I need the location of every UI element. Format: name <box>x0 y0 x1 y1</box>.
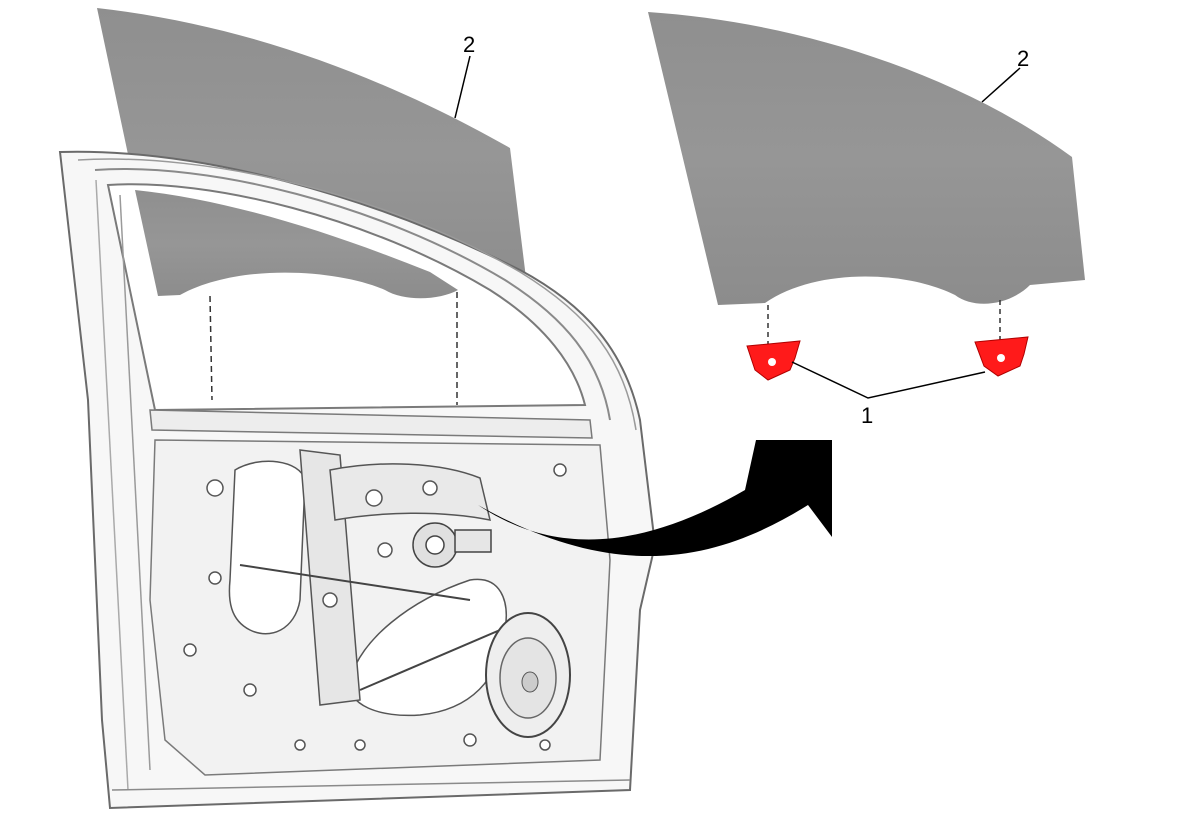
window-clip-icon <box>974 336 1029 377</box>
clips-callout: 1 <box>861 403 873 428</box>
curved-arrow-icon <box>478 440 832 557</box>
regulator-motor <box>412 522 492 568</box>
door-bottom-edge <box>111 779 631 791</box>
regulator-cable <box>359 629 501 691</box>
right-glass-leader <box>981 67 1021 103</box>
clip-leader <box>791 361 986 399</box>
mounting-holes <box>183 463 567 751</box>
window-clip-icon <box>746 340 801 381</box>
door-frame-line <box>119 194 151 771</box>
window-glass-visible <box>135 190 458 299</box>
service-opening <box>228 460 306 635</box>
door-frame-line <box>77 158 637 431</box>
door-frame-line <box>95 179 129 791</box>
regulator-rail <box>329 463 492 521</box>
alignment-line <box>209 295 213 401</box>
door-assembly <box>58 8 657 810</box>
regulator-rail <box>299 449 361 706</box>
door-frame-line <box>94 168 611 421</box>
glass-detail: 1 2 <box>648 12 1085 428</box>
right-window-glass <box>648 12 1085 305</box>
speaker <box>485 612 571 738</box>
left-glass-callout: 2 <box>463 32 475 57</box>
belt-line <box>149 409 593 439</box>
right-glass-callout: 2 <box>1017 46 1029 71</box>
left-glass-leader <box>454 55 471 119</box>
regulator-cable <box>239 564 471 601</box>
